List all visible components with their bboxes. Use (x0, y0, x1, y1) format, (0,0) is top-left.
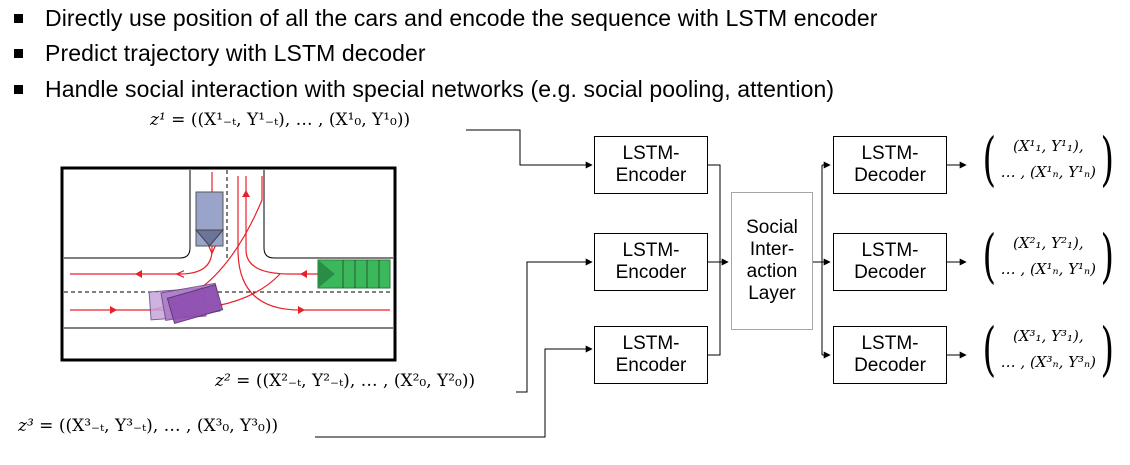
encoder-label-line: LSTM- (622, 143, 680, 164)
lstm-decoder-3: LSTM-Decoder (833, 326, 947, 384)
social-interaction-layer: Social Inter- action Layer (731, 192, 813, 330)
decoder-label-line: LSTM- (861, 240, 919, 261)
input-z1: z¹ = ((X¹₋ₜ, Y¹₋ₜ), … , (X¹₀, Y¹₀)) (150, 110, 410, 130)
output-line: (X²₁, Y²₁), (1012, 234, 1084, 252)
encoder-label-line: Encoder (615, 165, 687, 186)
bullet-item: Predict trajectory with LSTM decoder (14, 36, 426, 70)
social-label-line: action (746, 261, 798, 282)
decoder-label-line: LSTM- (861, 143, 919, 164)
right-paren-icon: ) (1100, 125, 1115, 193)
bullet-text: Handle social interaction with special n… (45, 75, 835, 102)
lstm-decoder-1: LSTM-Decoder (833, 136, 947, 194)
output-line: (X¹₁, Y¹₁), (1012, 137, 1084, 155)
input-sequence: ((X³₋ₜ, Y³₋ₜ), … , (X³₀, Y³₀)) (58, 416, 279, 436)
left-paren-icon: ( (982, 222, 997, 290)
encoder-label-line: LSTM- (622, 333, 680, 354)
bullet-square-icon (14, 13, 23, 23)
social-decoder-connectors (812, 161, 831, 359)
input-label: z³ = (18, 416, 54, 436)
output-line: … , (X¹ₙ, Y¹ₙ) (1000, 260, 1096, 278)
left-paren-icon: ( (982, 315, 997, 383)
lstm-decoder-2: LSTM-Decoder (833, 233, 947, 291)
encoder-social-connectors (707, 164, 729, 356)
decoder-label-line: Decoder (854, 262, 926, 283)
car-purple (148, 282, 224, 325)
encoder-label-line: Encoder (615, 262, 687, 283)
decoder-label-line: LSTM- (861, 333, 919, 354)
connector-z3 (315, 345, 593, 438)
social-label-line: Inter- (749, 239, 795, 260)
input-z3: z³ = ((X³₋ₜ, Y³₋ₜ), … , (X³₀, Y³₀)) (18, 416, 278, 436)
input-sequence: ((X²₋ₜ, Y²₋ₜ), … , (X²₀, Y²₀)) (255, 371, 476, 391)
left-paren-icon: ( (982, 125, 997, 193)
input-connectors (315, 129, 593, 438)
bullet-item: Directly use position of all the cars an… (14, 1, 878, 35)
output-1: ( (X¹₁, Y¹₁), … , (X¹ₙ, Y¹ₙ) ) (978, 130, 1119, 188)
car-green (317, 259, 391, 289)
output-2: ( (X²₁, Y²₁), … , (X¹ₙ, Y¹ₙ) ) (978, 227, 1119, 285)
bullet-text: Predict trajectory with LSTM decoder (45, 39, 426, 66)
bullet-square-icon (14, 48, 23, 58)
output-line: (X³₁, Y³₁), (1012, 327, 1084, 345)
car-blue (194, 191, 225, 247)
social-label-line: Social (746, 217, 798, 238)
encoder-label-line: Encoder (615, 355, 687, 376)
output-3: ( (X³₁, Y³₁), … , (X³ₙ, Y³ₙ) ) (978, 320, 1119, 378)
right-paren-icon: ) (1100, 315, 1115, 383)
output-line: … , (X³ₙ, Y³ₙ) (1000, 353, 1096, 371)
right-paren-icon: ) (1100, 222, 1115, 290)
bullet-square-icon (14, 84, 23, 94)
social-label-line: Layer (748, 283, 796, 304)
output-line: … , (X¹ₙ, Y¹ₙ) (1000, 163, 1096, 181)
bullet-text: Directly use position of all the cars an… (45, 4, 878, 31)
input-z2: z² = ((X²₋ₜ, Y²₋ₜ), … , (X²₀, Y²₀)) (215, 371, 475, 391)
output-arrows (946, 161, 967, 359)
input-label: z¹ = (150, 110, 186, 130)
encoder-label-line: LSTM- (622, 240, 680, 261)
connector-z2 (516, 258, 593, 393)
decoder-label-line: Decoder (854, 355, 926, 376)
bullet-item: Handle social interaction with special n… (14, 72, 834, 106)
decoder-label-line: Decoder (854, 165, 926, 186)
lstm-encoder-2: LSTM-Encoder (594, 233, 708, 291)
lstm-encoder-3: LSTM-Encoder (594, 326, 708, 384)
intersection-scene (60, 166, 397, 362)
connector-z1 (466, 129, 593, 169)
input-sequence: ((X¹₋ₜ, Y¹₋ₜ), … , (X¹₀, Y¹₀)) (190, 110, 411, 130)
input-label: z² = (215, 371, 251, 391)
lstm-encoder-1: LSTM-Encoder (594, 136, 708, 194)
